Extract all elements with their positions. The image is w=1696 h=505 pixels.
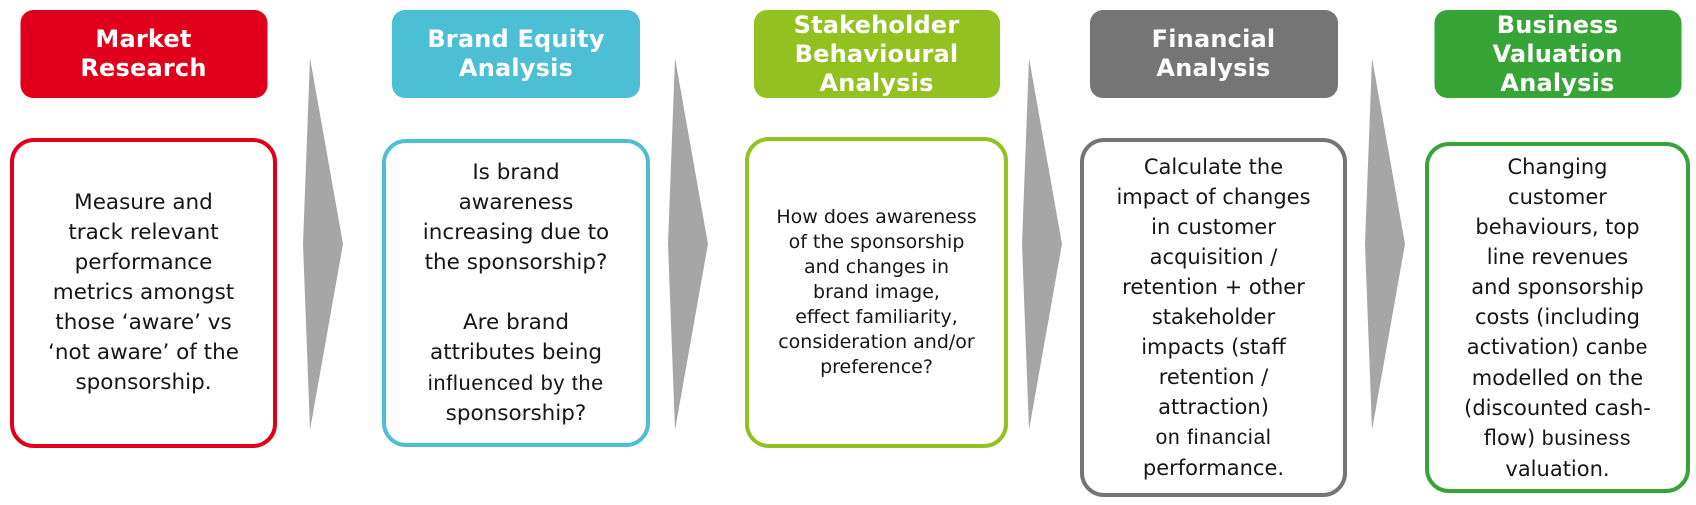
stage-body-text: Changing customer behaviours, top line reve… bbox=[1433, 152, 1682, 484]
body-line: modelled on the bbox=[1471, 365, 1644, 390]
stage-body-box: How does awareness of the sponsorship and … bbox=[745, 137, 1008, 448]
body-line: retention + other bbox=[1122, 275, 1305, 299]
body-line: Calculate the bbox=[1143, 155, 1284, 179]
stage-body-box: Calculate the impact of changes in custome… bbox=[1080, 138, 1347, 497]
body-line: influenced by the bbox=[427, 370, 605, 395]
body-line: acquisition / bbox=[1149, 245, 1278, 269]
body-line: line revenues bbox=[1486, 244, 1629, 269]
body-line: sponsorship? bbox=[445, 400, 587, 426]
body-line: awareness bbox=[458, 189, 574, 215]
body-line: the sponsorship? bbox=[424, 249, 608, 275]
body-line: of the sponsorship bbox=[788, 231, 965, 253]
body-line: valuation. bbox=[1505, 456, 1610, 481]
body-line: flow) business bbox=[1483, 425, 1632, 450]
body-line: performance bbox=[74, 250, 213, 275]
stage-title: Brand Equity Analysis bbox=[427, 25, 605, 82]
body-line: ‘not aware’ of the bbox=[48, 340, 239, 365]
body-line: metrics amongst bbox=[52, 280, 235, 305]
body-line: on financial bbox=[1155, 426, 1272, 449]
stage-header: Financial Analysis bbox=[1089, 10, 1338, 98]
stage-header: Market Research bbox=[20, 10, 267, 98]
body-line: Changing bbox=[1507, 154, 1608, 179]
stage-body-box: Is brand awareness increasing due to the sp… bbox=[382, 139, 650, 447]
stage-header: Brand Equity Analysis bbox=[392, 10, 640, 98]
body-line: performance. bbox=[1142, 456, 1285, 480]
stage-header: Stakeholder Behavioural Analysis bbox=[753, 10, 1000, 98]
stage-body-box: Measure and track relevant performance metr… bbox=[10, 138, 277, 448]
body-line: costs (including bbox=[1474, 304, 1641, 329]
body-line: activation) canbe bbox=[1466, 334, 1649, 359]
stage-body-text: Is brand awareness increasing due to the sp… bbox=[390, 158, 642, 429]
body-line: stakeholder bbox=[1151, 305, 1276, 329]
body-line: Are brand bbox=[462, 309, 570, 335]
body-line: increasing due to bbox=[422, 219, 610, 245]
body-line: impact of changes bbox=[1116, 185, 1311, 209]
body-line: Is brand bbox=[472, 159, 560, 185]
flow-arrow-1 bbox=[303, 58, 343, 430]
body-line: sponsorship. bbox=[75, 370, 212, 395]
flow-arrow-2 bbox=[668, 58, 708, 430]
arrow-shape bbox=[1365, 58, 1405, 430]
body-line: attraction) bbox=[1158, 395, 1269, 419]
body-line: attributes being bbox=[430, 339, 602, 365]
body-line: in customer bbox=[1151, 215, 1276, 239]
body-line: consideration and/or bbox=[778, 331, 975, 353]
body-line: and sponsorship bbox=[1471, 274, 1644, 299]
body-line: behaviours, top bbox=[1475, 214, 1640, 239]
stage-brand-equity-analysis: Brand Equity Analysis Is brand awareness i… bbox=[382, 0, 650, 505]
body-line: effect familiarity, bbox=[795, 306, 958, 328]
body-line: customer bbox=[1508, 184, 1607, 209]
stage-market-research: Market Research Measure and track relevan… bbox=[10, 0, 277, 505]
stage-financial-analysis: Financial Analysis Calculate the impact o… bbox=[1080, 0, 1347, 505]
stage-title: Business Valuation Analysis bbox=[1492, 10, 1623, 97]
body-line: brand image, bbox=[813, 281, 940, 303]
body-line: and changes in bbox=[804, 256, 949, 278]
body-line: retention / bbox=[1158, 365, 1269, 389]
stage-body-text: How does awareness of the sponsorship and … bbox=[753, 205, 1000, 380]
flow-arrow-4 bbox=[1365, 58, 1405, 430]
arrow-shape bbox=[668, 58, 708, 430]
body-line: those ‘aware’ vs bbox=[55, 310, 232, 335]
flow-arrow-3 bbox=[1022, 58, 1062, 430]
body-line: How does awareness bbox=[776, 206, 977, 228]
stage-stakeholder-behavioural-analysis: Stakeholder Behavioural Analysis How doe… bbox=[745, 0, 1008, 505]
arrow-shape bbox=[1022, 58, 1062, 430]
stage-title: Market Research bbox=[80, 25, 207, 82]
body-line: preference? bbox=[820, 356, 933, 378]
arrow-shape bbox=[303, 58, 343, 430]
stage-header: Business Valuation Analysis bbox=[1434, 10, 1681, 98]
stage-body-text: Calculate the impact of changes in custome… bbox=[1088, 152, 1339, 483]
body-line: impacts (staff bbox=[1141, 335, 1286, 359]
body-line: track relevant bbox=[68, 220, 219, 245]
stage-title: Financial Analysis bbox=[1151, 25, 1276, 82]
stage-title: Stakeholder Behavioural Analysis bbox=[793, 10, 960, 97]
body-line bbox=[390, 278, 642, 308]
body-line: Measure and bbox=[74, 190, 213, 215]
stage-business-valuation-analysis: Business Valuation Analysis Changing cust… bbox=[1425, 0, 1690, 505]
stage-body-text: Measure and track relevant performance metr… bbox=[18, 188, 269, 398]
body-line: (discounted cash- bbox=[1464, 395, 1651, 420]
stage-body-box: Changing customer behaviours, top line reve… bbox=[1425, 142, 1690, 493]
